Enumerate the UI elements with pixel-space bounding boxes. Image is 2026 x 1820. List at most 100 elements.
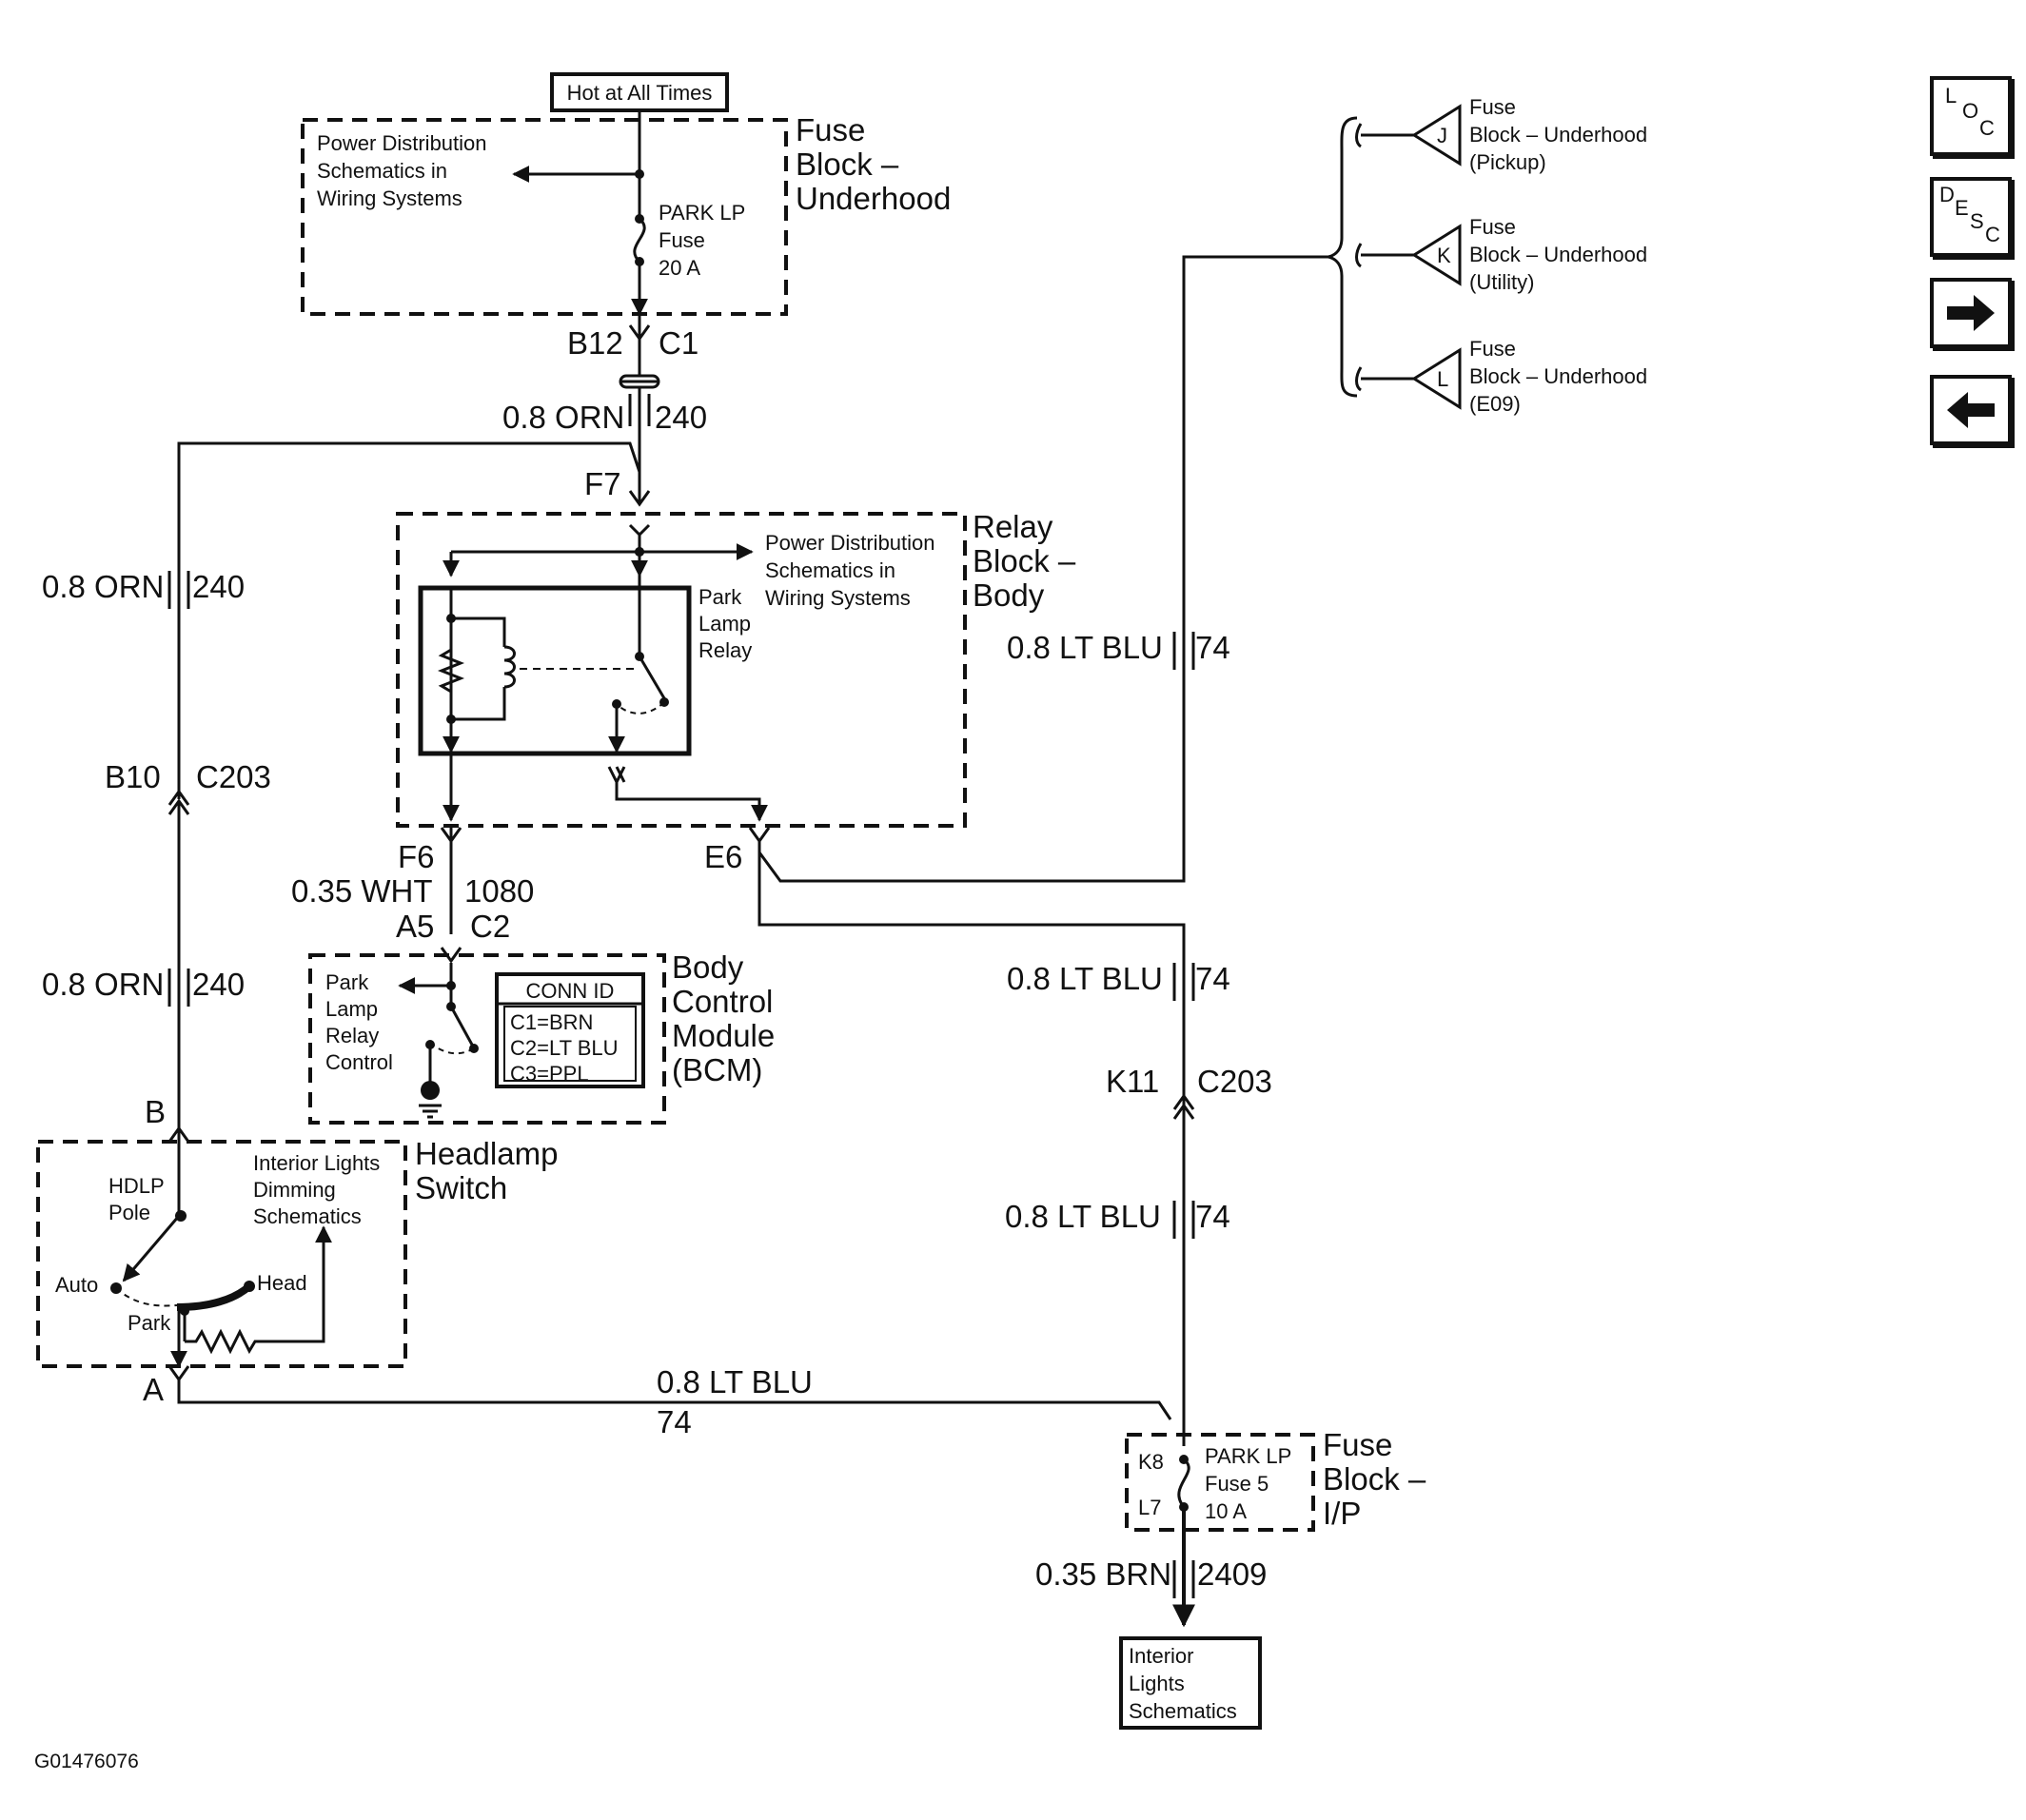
diagram-id: G01476076 <box>34 1751 139 1772</box>
svg-text:Wiring Systems: Wiring Systems <box>765 586 911 610</box>
svg-text:Block – Underhood: Block – Underhood <box>1469 243 1647 266</box>
svg-text:Block –: Block – <box>1323 1461 1426 1497</box>
svg-text:F7: F7 <box>584 466 621 501</box>
svg-text:Wiring Systems: Wiring Systems <box>317 186 462 210</box>
desc-button[interactable]: D E S C <box>1930 177 2012 257</box>
svg-text:Park: Park <box>325 970 369 994</box>
svg-text:Interior Lights: Interior Lights <box>253 1151 380 1175</box>
svg-text:Power Distribution: Power Distribution <box>317 131 487 155</box>
svg-text:Lamp: Lamp <box>325 997 378 1021</box>
svg-text:Lights: Lights <box>1129 1672 1185 1695</box>
svg-text:74: 74 <box>1195 630 1230 665</box>
body-control-module: Body Control Module (BCM) Park Lamp Rela… <box>308 949 775 1125</box>
svg-text:Fuse: Fuse <box>659 228 705 252</box>
interior-lights-box: Interior Lights Schematics <box>1119 1636 1262 1730</box>
svg-text:B: B <box>145 1094 166 1129</box>
desc-letter-c: C <box>1985 223 2000 246</box>
fuse-block-ip: Fuse Block – I/P K8 L7 PARK LP Fuse 5 10… <box>1125 1427 1426 1532</box>
svg-text:Relay: Relay <box>698 638 752 662</box>
svg-text:Fuse: Fuse <box>1469 95 1516 119</box>
svg-text:K: K <box>1437 244 1451 267</box>
svg-text:Dimming: Dimming <box>253 1178 336 1202</box>
nav-buttons: L O C D E S C <box>1930 76 2012 445</box>
svg-text:C203: C203 <box>196 759 271 794</box>
svg-text:(E09): (E09) <box>1469 392 1521 416</box>
fuse-ref-k-triangle <box>1411 224 1462 286</box>
svg-text:Schematics in: Schematics in <box>317 159 447 183</box>
svg-text:Interior: Interior <box>1129 1644 1193 1668</box>
svg-text:Relay: Relay <box>973 509 1053 544</box>
svg-text:Schematics in: Schematics in <box>765 558 895 582</box>
fuse-block-underhood: Fuse Block – Underhood Power Distributio… <box>301 110 951 316</box>
fuse-10a-symbol <box>1177 1458 1190 1508</box>
svg-text:0.8 ORN: 0.8 ORN <box>42 967 164 1002</box>
svg-text:J: J <box>1437 124 1447 147</box>
fuse-20a-symbol <box>633 217 646 264</box>
park-lamp-relay <box>418 585 692 756</box>
svg-text:2409: 2409 <box>1197 1556 1267 1592</box>
svg-text:I/P: I/P <box>1323 1496 1361 1531</box>
svg-text:Auto: Auto <box>55 1273 98 1297</box>
svg-text:HDLP: HDLP <box>108 1174 165 1198</box>
svg-text:Schematics: Schematics <box>1129 1699 1237 1723</box>
svg-text:CONN ID: CONN ID <box>526 979 615 1003</box>
svg-text:(Pickup): (Pickup) <box>1469 150 1546 174</box>
svg-text:B12: B12 <box>567 325 623 361</box>
svg-text:Park: Park <box>698 585 742 609</box>
svg-text:74: 74 <box>657 1404 692 1439</box>
svg-text:A: A <box>143 1372 164 1407</box>
svg-text:C1=BRN: C1=BRN <box>510 1010 593 1034</box>
svg-text:Block – Underhood: Block – Underhood <box>1469 364 1647 388</box>
svg-text:Block –: Block – <box>796 147 899 182</box>
svg-text:Switch: Switch <box>415 1170 507 1205</box>
svg-text:74: 74 <box>1195 961 1230 996</box>
svg-text:Fuse: Fuse <box>796 112 865 147</box>
svg-text:B10: B10 <box>105 759 161 794</box>
svg-text:20 A: 20 A <box>659 256 700 280</box>
conn-id-table: CONN ID C1=BRN C2=LT BLU C3=PPL <box>495 972 645 1088</box>
svg-text:Block –: Block – <box>973 543 1076 578</box>
loc-letter-l: L <box>1945 84 1957 108</box>
arrow-right-icon <box>1947 295 1995 331</box>
desc-letter-e: E <box>1955 196 1969 220</box>
svg-text:C2=LT BLU: C2=LT BLU <box>510 1036 619 1060</box>
svg-text:K11: K11 <box>1106 1064 1159 1099</box>
svg-text:E6: E6 <box>704 839 742 874</box>
fuse-ref-j-triangle <box>1411 104 1462 166</box>
svg-text:Fuse: Fuse <box>1469 215 1516 239</box>
svg-text:0.8 ORN: 0.8 ORN <box>502 400 624 435</box>
fuse-block-references: J Fuse Block – Underhood (Pickup) K Fuse… <box>1328 95 1647 416</box>
svg-text:Park: Park <box>128 1311 171 1335</box>
svg-text:K8: K8 <box>1138 1450 1164 1474</box>
svg-text:Fuse: Fuse <box>1469 337 1516 361</box>
svg-text:PARK LP: PARK LP <box>1205 1444 1291 1468</box>
arrow-left-icon <box>1947 392 1995 428</box>
prev-button[interactable] <box>1930 375 2012 445</box>
svg-text:PARK LP: PARK LP <box>659 201 745 225</box>
park-head-arc <box>176 1282 252 1311</box>
svg-text:Control: Control <box>325 1050 393 1074</box>
svg-text:Headlamp: Headlamp <box>415 1136 558 1171</box>
svg-text:0.8 LT BLU: 0.8 LT BLU <box>657 1364 813 1399</box>
svg-text:74: 74 <box>1195 1199 1230 1234</box>
svg-text:L7: L7 <box>1138 1496 1161 1519</box>
svg-text:1080: 1080 <box>464 873 534 909</box>
svg-text:Schematics: Schematics <box>253 1204 362 1228</box>
svg-text:C203: C203 <box>1197 1064 1272 1099</box>
svg-text:240: 240 <box>655 400 707 435</box>
svg-text:Fuse 5: Fuse 5 <box>1205 1472 1269 1496</box>
svg-text:C1: C1 <box>659 325 698 361</box>
svg-text:Module: Module <box>672 1018 775 1053</box>
next-button[interactable] <box>1930 278 2012 348</box>
desc-letter-s: S <box>1970 209 1984 233</box>
svg-text:10 A: 10 A <box>1205 1499 1247 1523</box>
headlamp-switch: Headlamp Switch HDLP Pole Interior Light… <box>36 1136 558 1368</box>
svg-text:Power Distribution: Power Distribution <box>765 531 935 555</box>
svg-text:Hot at All Times: Hot at All Times <box>567 81 713 105</box>
fuse-ref-l-triangle <box>1411 347 1462 410</box>
svg-text:Pole: Pole <box>108 1201 150 1224</box>
svg-text:F6: F6 <box>398 839 435 874</box>
svg-text:C3=PPL: C3=PPL <box>510 1062 589 1086</box>
loc-button[interactable]: L O C <box>1930 76 2012 156</box>
